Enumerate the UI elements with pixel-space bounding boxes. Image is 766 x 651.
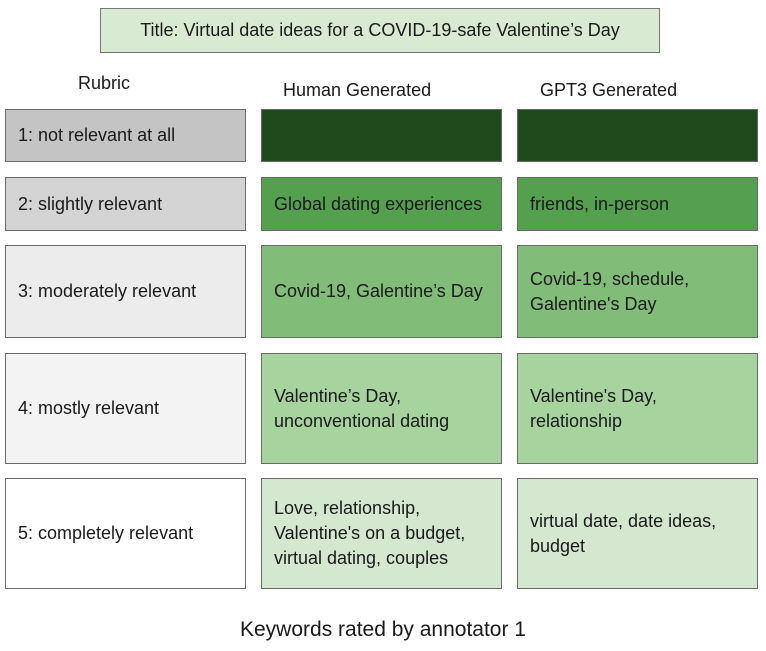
- human-keywords-cell-3: Covid-19, Galentine’s Day: [261, 245, 502, 338]
- human-keywords: Covid-19, Galentine’s Day: [274, 281, 483, 301]
- rubric-cell-5: 5: completely relevant: [5, 478, 246, 589]
- human-column-header: Human Generated: [283, 80, 432, 100]
- gpt-keywords-cell-2: friends, in-person: [517, 177, 758, 231]
- rubric-label: 5: completely relevant: [18, 523, 194, 543]
- rubric-cell-2: 2: slightly relevant: [5, 177, 246, 231]
- human-keywords: Love, relationship, Valentine's on a bud…: [274, 498, 466, 568]
- human-keywords-cell-5: Love, relationship, Valentine's on a bud…: [261, 478, 502, 589]
- gpt-keywords-cell-1: [517, 109, 758, 162]
- gpt-keywords: virtual date, date ideas, budget: [530, 510, 717, 556]
- human-keywords-cell-2: Global dating experiences: [261, 177, 502, 231]
- rubric-column-header: Rubric: [78, 73, 131, 93]
- human-keywords-cell-4: Valentine’s Day, unconventional dating: [261, 353, 502, 464]
- rubric-label: 3: moderately relevant: [18, 281, 197, 301]
- rubric-label: 1: not relevant at all: [18, 125, 176, 145]
- human-keywords: Valentine’s Day, unconventional dating: [274, 385, 450, 431]
- gpt-keywords-cell-4: Valentine's Day, relationship: [517, 353, 758, 464]
- rubric-cell-3: 3: moderately relevant: [5, 245, 246, 338]
- rubric-label: 2: slightly relevant: [18, 193, 163, 214]
- human-keywords-cell-1: [261, 109, 502, 162]
- figure-caption: Keywords rated by annotator 1: [239, 618, 526, 641]
- rubric-cell-1: 1: not relevant at all: [5, 109, 246, 162]
- gpt-keywords: Covid-19, schedule, Galentine's Day: [530, 268, 690, 314]
- gpt-keywords: friends, in-person: [530, 193, 670, 214]
- gpt-keywords: Valentine's Day, relationship: [530, 385, 657, 431]
- gpt-keywords-cell-5: virtual date, date ideas, budget: [517, 478, 758, 589]
- title-box: Title: Virtual date ideas for a COVID-19…: [100, 8, 660, 53]
- gpt-column-header: GPT3 Generated: [540, 80, 678, 100]
- human-keywords: Global dating experiences: [274, 193, 483, 214]
- rubric-cell-4: 4: mostly relevant: [5, 353, 246, 464]
- gpt-keywords-cell-3: Covid-19, schedule, Galentine's Day: [517, 245, 758, 338]
- rubric-label: 4: mostly relevant: [18, 398, 160, 418]
- title-text: Title: Virtual date ideas for a COVID-19…: [140, 20, 620, 40]
